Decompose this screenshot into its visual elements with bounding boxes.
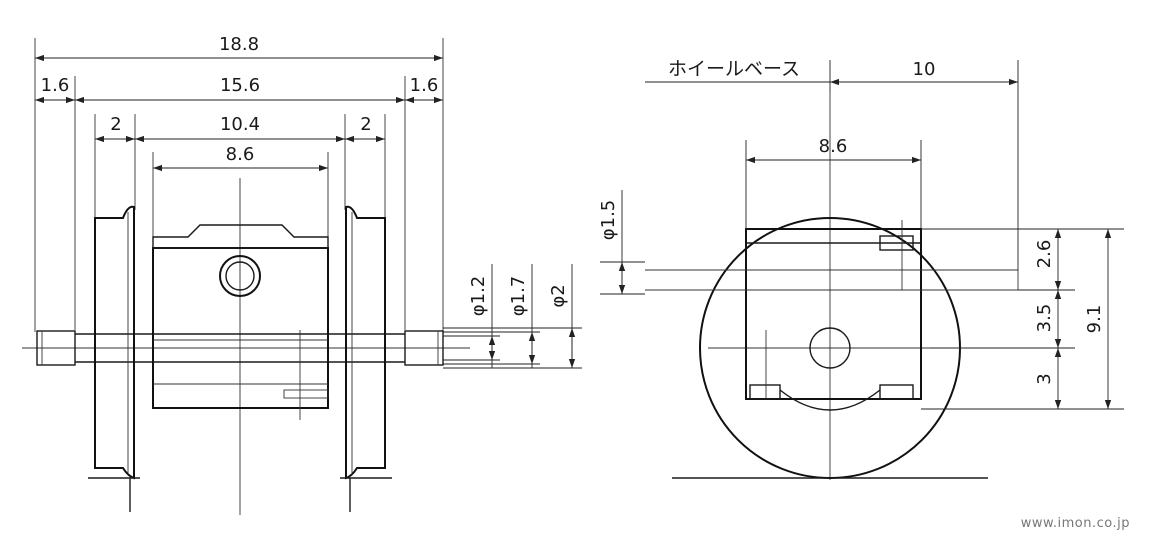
motor-shaft: [645, 269, 1019, 291]
watermark: www.imon.co.jp: [1021, 516, 1130, 531]
front-dim-overall: 18.8: [219, 34, 259, 55]
front-dim-phi-2: φ2: [548, 284, 569, 307]
side-centerlines: [708, 92, 1062, 480]
side-gearbox: [745, 220, 922, 411]
front-phi-dimensions: [443, 264, 582, 369]
side-dim-3: 3: [1034, 373, 1055, 384]
front-dim-phi-1-2: φ1.2: [468, 276, 489, 317]
side-dim-9-1: 9.1: [1084, 305, 1105, 334]
front-boss: [219, 255, 261, 297]
side-dim-2-6: 2.6: [1034, 240, 1055, 269]
side-phi-dimension: [600, 190, 645, 295]
front-view: 18.8 1.6 15.6 1.6 2 10.4 2 8.6: [22, 34, 582, 515]
right-wheel: [340, 205, 392, 512]
front-dim-wheel-right: 2: [360, 114, 371, 135]
wheelbase-dimension: [645, 60, 1019, 270]
side-dim-body: 8.6: [819, 136, 848, 157]
axle: [36, 330, 444, 366]
front-dim-inner: 10.4: [220, 114, 260, 135]
side-dim-wheelbase-half: 10: [913, 59, 936, 80]
side-dim-3-5: 3.5: [1034, 304, 1055, 333]
front-dim-wheel-left: 2: [110, 114, 121, 135]
side-height-dimensions: [921, 228, 1124, 410]
wheelbase-label: ホイールベース: [668, 58, 800, 80]
front-dim-axle-left: 1.6: [41, 75, 70, 96]
gearbox-body: [152, 224, 329, 420]
front-dim-between-axles: 15.6: [220, 75, 260, 96]
front-dim-phi-1-7: φ1.7: [508, 276, 529, 317]
front-dimension-lines: [35, 54, 443, 172]
left-wheel: [88, 205, 140, 512]
front-dim-axle-right: 1.6: [410, 75, 439, 96]
side-axle-hole: [809, 327, 851, 369]
side-dim-phi-1-5: φ1.5: [598, 200, 619, 241]
front-dim-body: 8.6: [226, 144, 255, 165]
front-centerlines: [22, 178, 470, 515]
side-view: ホイールベース 10 8.6: [598, 58, 1124, 480]
side-body-dimension: [745, 140, 922, 232]
front-extension-lines: [34, 38, 444, 332]
